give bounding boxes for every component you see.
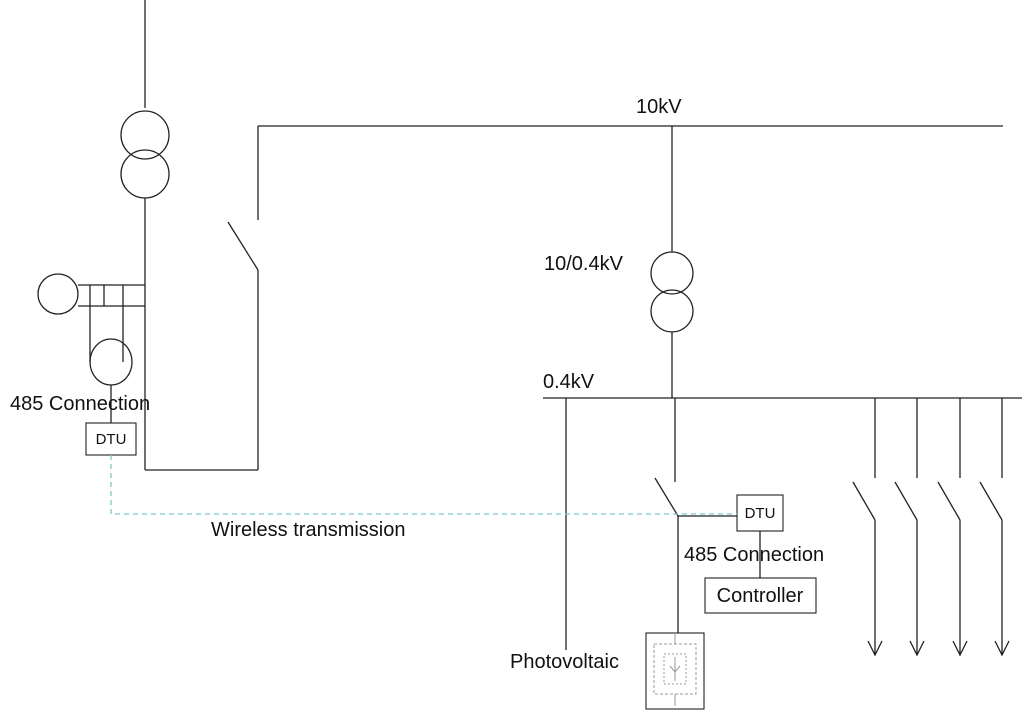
- bus-04kv-label: 0.4kV: [543, 371, 595, 393]
- controller-box: [704, 577, 817, 614]
- load-feeder-2: [894, 398, 925, 657]
- substation-transformer-lower-winding: [120, 149, 170, 199]
- dtu-right-label: DTU: [745, 505, 776, 522]
- pv-breaker-blade: [654, 477, 679, 517]
- pv-inverter-core: [663, 653, 687, 685]
- load-feeder-4-arrow-icon: [994, 640, 1010, 657]
- distribution-transformer-lower-winding: [650, 289, 694, 333]
- load-feeder-4-breaker-blade: [979, 481, 1003, 521]
- load-feeder-3-arrow-icon: [952, 640, 968, 657]
- connection-left-label: 485 Connection: [10, 393, 150, 415]
- dtu-left-label: DTU: [96, 431, 127, 448]
- load-feeder-1-arrow-icon: [867, 640, 883, 657]
- load-feeder-4: [979, 398, 1010, 657]
- load-feeder-3-breaker-blade: [937, 481, 961, 521]
- load-feeder-1-breaker-blade: [852, 481, 876, 521]
- wireless-label: Wireless transmission: [211, 519, 405, 541]
- bus-10kv-label: 10kV: [636, 96, 682, 118]
- photovoltaic-label: Photovoltaic: [510, 651, 619, 673]
- voltage-transformer-circle: [37, 273, 79, 315]
- connection-right-label: 485 Connection: [684, 544, 824, 566]
- substation-transformer-upper-winding: [120, 110, 170, 160]
- wireless-link-path: [110, 455, 737, 515]
- dtu-right-box: [736, 494, 784, 532]
- load-feeder-2-breaker-blade: [894, 481, 918, 521]
- distribution-transformer-upper-winding: [650, 251, 694, 295]
- pv-inverter-diode-icon: [669, 665, 681, 673]
- load-feeder-1: [852, 398, 883, 657]
- transformer-ratio-label: 10/0.4kV: [544, 253, 624, 275]
- load-feeder-2-arrow-icon: [909, 640, 925, 657]
- load-feeder-3: [937, 398, 968, 657]
- tie-switch-blade: [227, 221, 259, 271]
- dtu-left-box: [85, 422, 137, 456]
- controller-label: Controller: [717, 585, 804, 607]
- current-transformer-ellipse: [89, 338, 133, 386]
